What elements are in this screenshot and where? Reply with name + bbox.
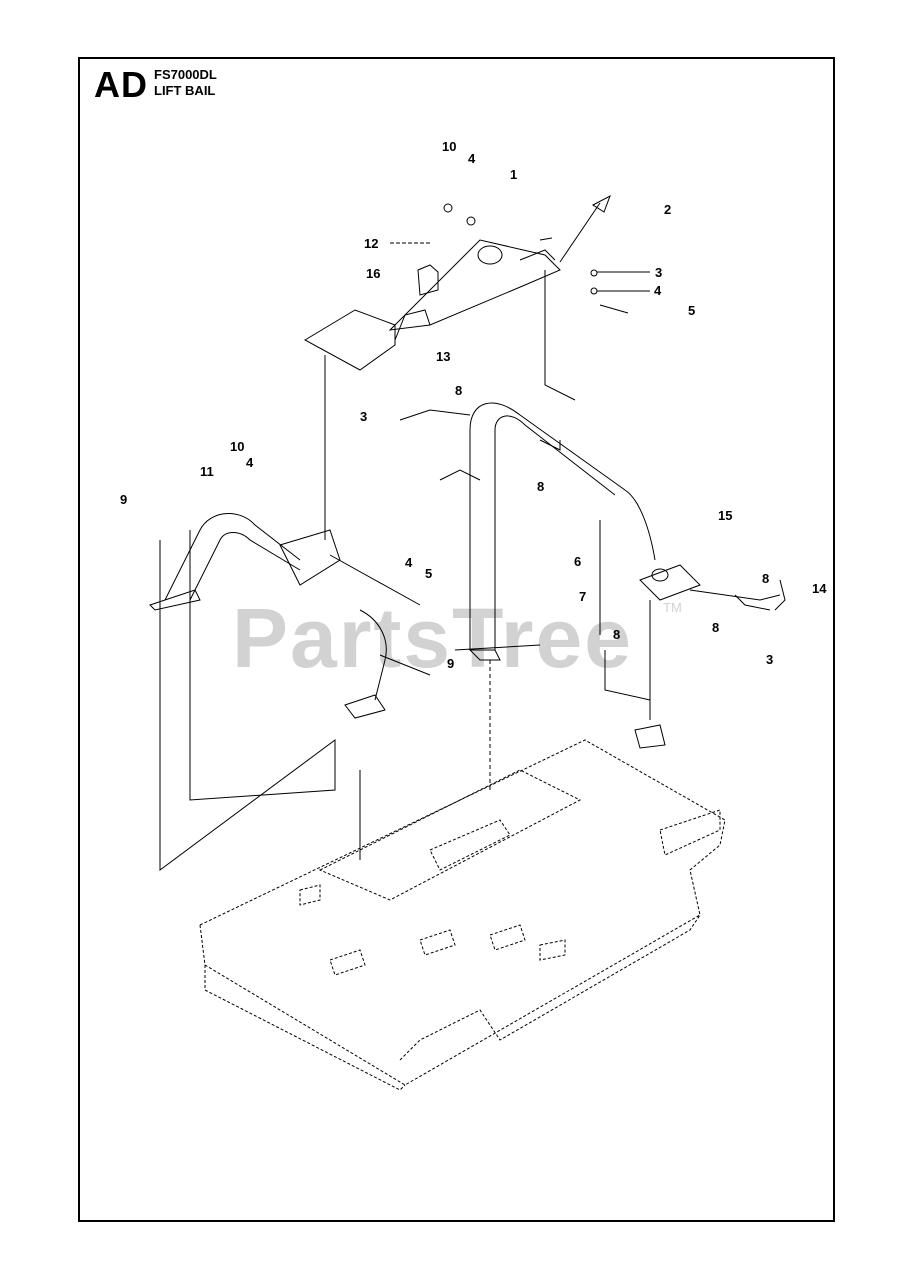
callout: 12 <box>364 236 379 251</box>
callout: 3 <box>766 652 774 667</box>
callout: 16 <box>366 266 381 281</box>
callout: 4 <box>468 151 476 166</box>
callout: 5 <box>425 566 433 581</box>
callout: 3 <box>655 265 663 280</box>
callout: 15 <box>718 508 733 523</box>
left-lift-bail <box>150 514 420 718</box>
callout: 2 <box>664 202 672 217</box>
callout: 4 <box>246 455 254 470</box>
callout: 8 <box>613 627 621 642</box>
callout: 13 <box>436 349 451 364</box>
lift-lever-arm <box>390 238 560 340</box>
lift-knob-rod <box>560 196 610 262</box>
model-number: FS7000DL <box>154 67 217 82</box>
callout: 4 <box>654 283 662 298</box>
callout: 4 <box>405 555 413 570</box>
callout: 8 <box>455 383 463 398</box>
partstree-watermark: PartsTree <box>232 591 633 685</box>
diagram-frame <box>78 57 835 1222</box>
callout: 8 <box>712 620 720 635</box>
mower-frame <box>200 740 725 1090</box>
callout: 8 <box>537 479 545 494</box>
callout: 6 <box>574 554 582 569</box>
trademark-mark: TM <box>663 600 682 615</box>
callout: 14 <box>812 581 827 596</box>
callout: 5 <box>688 303 696 318</box>
callout: 7 <box>579 589 587 604</box>
callout: 10 <box>230 439 245 454</box>
callout: 9 <box>120 492 128 507</box>
callout: 1 <box>510 167 518 182</box>
callout: 3 <box>360 409 368 424</box>
callout: 11 <box>200 464 214 479</box>
right-lift-bail <box>470 403 700 748</box>
callout: 9 <box>447 656 455 671</box>
diagram-title: LIFT BAIL <box>154 83 216 98</box>
callout: 10 <box>442 139 457 154</box>
callout: 8 <box>762 571 770 586</box>
section-code: AD <box>94 64 148 105</box>
